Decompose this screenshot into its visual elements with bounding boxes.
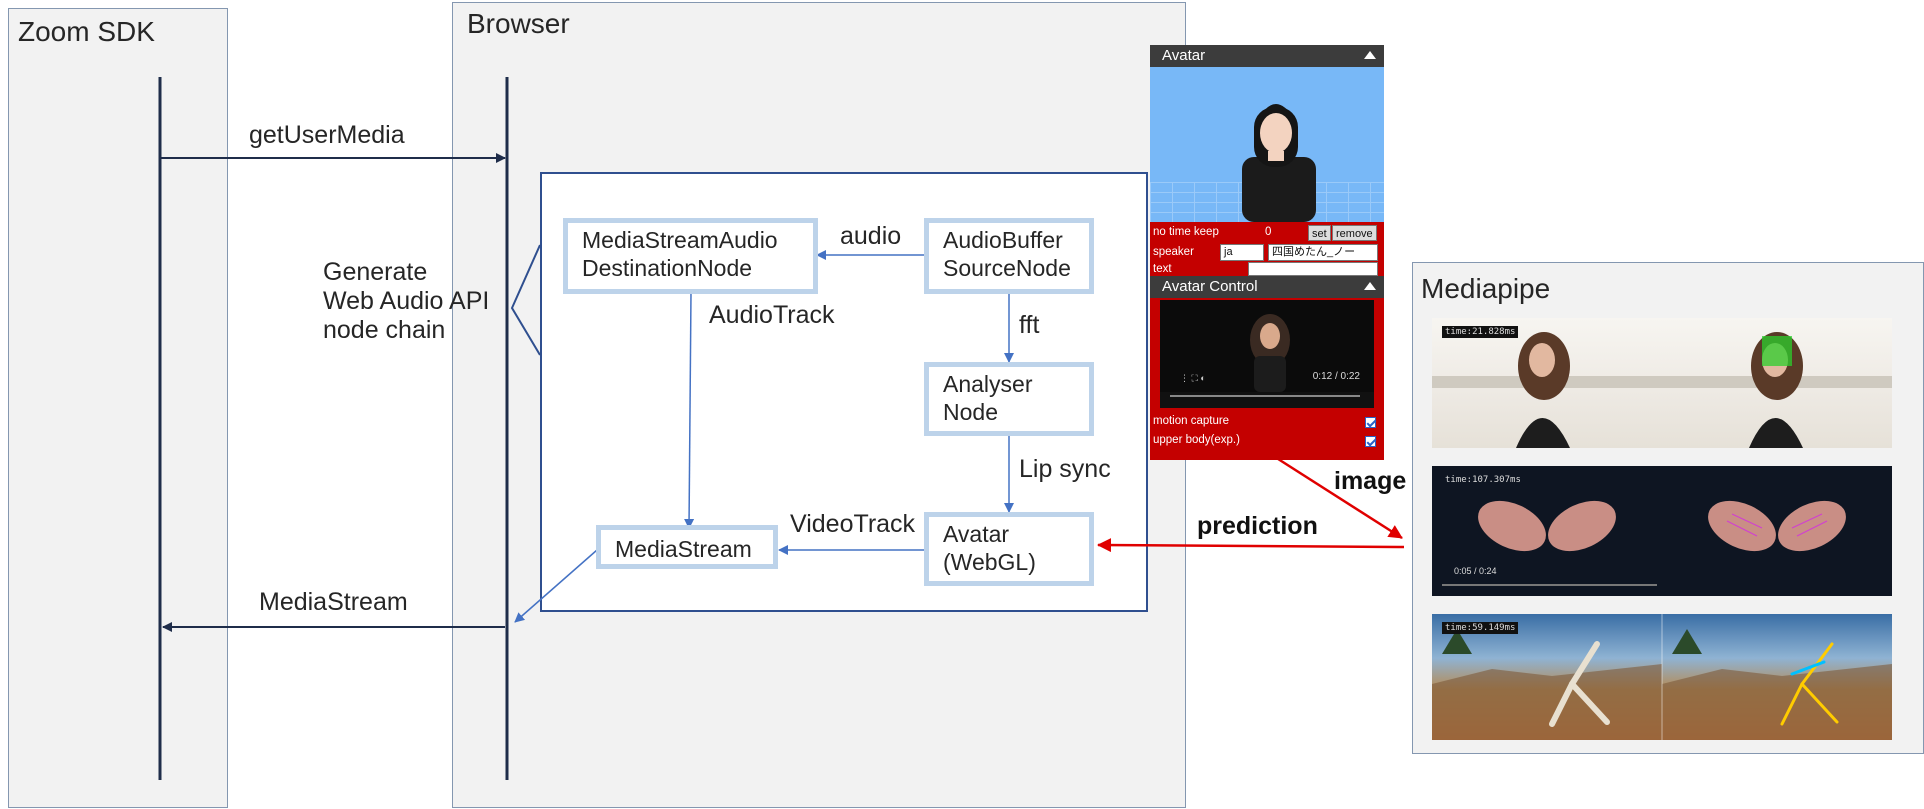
counter: 0 — [1265, 226, 1272, 238]
speaker-lang-select[interactable]: ja — [1220, 244, 1264, 261]
avatar-panel: Avatar no time keep 0 set remove speaker… — [1150, 45, 1384, 460]
audio-track-label: AudioTrack — [709, 301, 835, 329]
avatar-character-icon — [1242, 104, 1316, 222]
collapse-icon[interactable] — [1364, 282, 1376, 290]
fft-label: fft — [1019, 311, 1040, 339]
avatar-panel-header[interactable]: Avatar — [1150, 45, 1384, 67]
stream-out-arrow — [514, 549, 598, 623]
get-user-media-label: getUserMedia — [249, 121, 405, 149]
hands-time: time:107.307ms — [1445, 475, 1521, 485]
hands-thumbnail: time:107.307ms 0:05 / 0:24 — [1432, 466, 1892, 596]
remove-button[interactable]: remove — [1332, 225, 1377, 241]
analyser-node: Analyser Node — [924, 362, 1094, 436]
callout-bracket — [510, 244, 541, 356]
svg-text:⋮ ⛶ ◐: ⋮ ⛶ ◐ — [1180, 373, 1206, 383]
audio-label: audio — [840, 222, 902, 250]
audio-buffer-source-node: AudioBuffer SourceNode — [924, 218, 1094, 294]
browser-title: Browser — [467, 8, 570, 39]
zoom-sdk-lane — [8, 8, 228, 808]
destination-node: MediaStreamAudio DestinationNode — [563, 218, 818, 294]
no-time-keep-row: no time keep 0 set remove — [1150, 222, 1384, 242]
speaker-row: speaker ja 四国めたん_ノー — [1150, 242, 1384, 262]
pose-time: time:59.149ms — [1442, 622, 1519, 634]
motion-video-player[interactable]: ⋮ ⛶ ◐ 0:12 / 0:22 — [1160, 300, 1374, 408]
motion-capture-checkbox[interactable] — [1365, 417, 1376, 428]
media-stream-node: MediaStream — [596, 525, 778, 569]
upper-body-row: upper body(exp.) — [1150, 431, 1384, 450]
avatar-webgl-node: Avatar (WebGL) — [924, 512, 1094, 586]
lip-sync-label: Lip sync — [1019, 455, 1111, 483]
image-arrow — [1274, 455, 1403, 540]
dancer-video-frame-icon: ⋮ ⛶ ◐ — [1160, 314, 1374, 408]
text-row: text — [1150, 262, 1384, 276]
text-input[interactable] — [1248, 262, 1378, 276]
audio-track-arrow — [684, 291, 695, 529]
upper-body-checkbox[interactable] — [1365, 436, 1376, 447]
speaker-voice-select[interactable]: 四国めたん_ノー — [1268, 244, 1378, 261]
prediction-label: prediction — [1197, 512, 1318, 540]
pose-thumbnail: time:59.149ms — [1432, 614, 1892, 740]
hands-video-time: 0:05 / 0:24 — [1454, 566, 1497, 576]
motion-capture-row: motion capture — [1150, 412, 1384, 431]
avatar-control-header[interactable]: Avatar Control — [1150, 276, 1384, 298]
face-time: time:21.828ms — [1442, 326, 1519, 338]
image-label: image — [1334, 467, 1407, 495]
prediction-arrow — [1097, 538, 1405, 553]
zoom-sdk-title: Zoom SDK — [18, 16, 155, 47]
collapse-icon[interactable] — [1364, 51, 1376, 59]
video-track-label: VideoTrack — [790, 510, 916, 538]
generate-chain-label: Generate Web Audio API node chain — [323, 258, 490, 344]
avatar-3d-view[interactable] — [1150, 67, 1384, 222]
set-button[interactable]: set — [1308, 225, 1331, 241]
mediapipe-title: Mediapipe — [1421, 273, 1551, 304]
pose-tracking-image-icon — [1432, 614, 1892, 740]
face-tracking-image-icon — [1432, 332, 1892, 448]
hand-tracking-image-icon — [1442, 500, 1846, 586]
video-time: 0:12 / 0:22 — [1312, 371, 1360, 382]
face-mesh-thumbnail: time:21.828ms — [1432, 318, 1892, 448]
media-stream-return-label: MediaStream — [259, 588, 408, 616]
